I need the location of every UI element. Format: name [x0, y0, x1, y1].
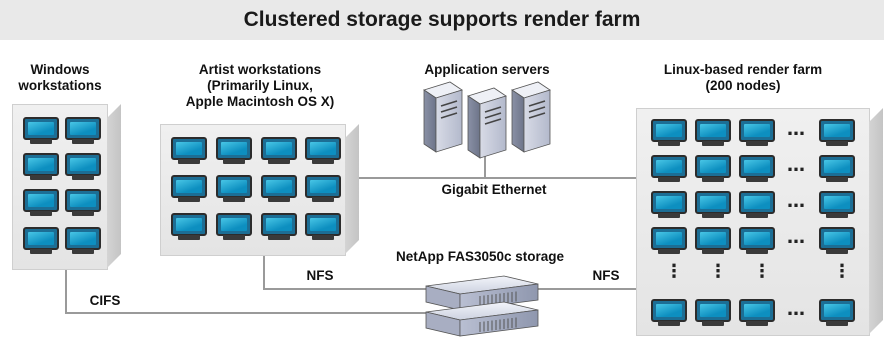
monitor-icon [65, 227, 101, 254]
diagram-title-text: Clustered storage supports render farm [243, 8, 641, 31]
monitor-icon [23, 153, 59, 180]
monitor-icon [695, 191, 731, 218]
monitor-icon [739, 299, 775, 326]
vertical-ellipsis-icon: ⋮ [709, 261, 727, 282]
nfs-left-line [263, 255, 430, 290]
monitor-icon [23, 227, 59, 254]
monitor-icon [651, 155, 687, 182]
server-tower-icon [467, 87, 507, 159]
ellipsis-icon: … [787, 191, 805, 212]
nfs-right-label: NFS [592, 268, 620, 283]
vertical-ellipsis-icon: ⋮ [665, 261, 683, 282]
ellipsis-icon: … [787, 227, 805, 248]
monitor-icon [695, 227, 731, 254]
monitor-icon [695, 119, 731, 146]
monitor-icon [171, 137, 207, 164]
monitor-icon [261, 213, 297, 240]
monitor-icon [651, 119, 687, 146]
vertical-ellipsis-icon: ⋮ [833, 261, 851, 282]
monitor-icon [305, 175, 341, 202]
ellipsis-icon: … [787, 299, 805, 320]
monitor-icon [65, 117, 101, 144]
monitor-icon [695, 155, 731, 182]
monitor-icon [651, 299, 687, 326]
monitor-icon [23, 189, 59, 216]
server-tower-icon [511, 81, 551, 153]
ellipsis-icon: … [787, 119, 805, 140]
monitor-icon [261, 175, 297, 202]
gigabit-ethernet-label: Gigabit Ethernet [441, 182, 547, 197]
monitor-icon [171, 213, 207, 240]
server-tower-icon [423, 81, 463, 153]
artist-workstations-rack [160, 124, 346, 256]
monitor-icon [819, 119, 855, 146]
monitor-icon [819, 155, 855, 182]
render-farm-label: Linux-based render farm (200 nodes) [663, 62, 823, 93]
application-servers-label: Application servers [424, 62, 550, 77]
cifs-line [65, 268, 430, 314]
vertical-ellipsis-icon: ⋮ [753, 261, 771, 282]
monitor-icon [695, 299, 731, 326]
artist-workstations-label: Artist workstations (Primarily Linux, Ap… [185, 62, 335, 109]
monitor-icon [216, 137, 252, 164]
storage-array-icon [425, 275, 539, 337]
render-farm-rack: … … … … ⋮ ⋮ ⋮ ⋮ … [636, 108, 870, 336]
monitor-icon [651, 227, 687, 254]
application-servers-group [423, 81, 551, 159]
ellipsis-icon: … [787, 155, 805, 176]
monitor-icon [261, 137, 297, 164]
storage-unit [425, 301, 539, 337]
windows-workstations-rack [12, 104, 108, 270]
monitor-icon [819, 191, 855, 218]
monitor-icon [216, 213, 252, 240]
windows-workstations-label: Windows workstations [18, 62, 102, 93]
diagram-title: Clustered storage supports render farm [0, 0, 884, 40]
monitor-icon [23, 117, 59, 144]
nfs-left-label: NFS [306, 268, 334, 283]
monitor-icon [819, 227, 855, 254]
monitor-icon [171, 175, 207, 202]
storage-label: NetApp FAS3050c storage [395, 249, 565, 264]
monitor-icon [739, 155, 775, 182]
storage-unit [425, 275, 539, 311]
monitor-icon [65, 153, 101, 180]
monitor-icon [305, 213, 341, 240]
monitor-icon [216, 175, 252, 202]
monitor-icon [819, 299, 855, 326]
monitor-icon [651, 191, 687, 218]
monitor-icon [739, 191, 775, 218]
monitor-icon [739, 227, 775, 254]
monitor-icon [65, 189, 101, 216]
cifs-label: CIFS [89, 293, 121, 308]
monitor-icon [739, 119, 775, 146]
monitor-icon [305, 137, 341, 164]
